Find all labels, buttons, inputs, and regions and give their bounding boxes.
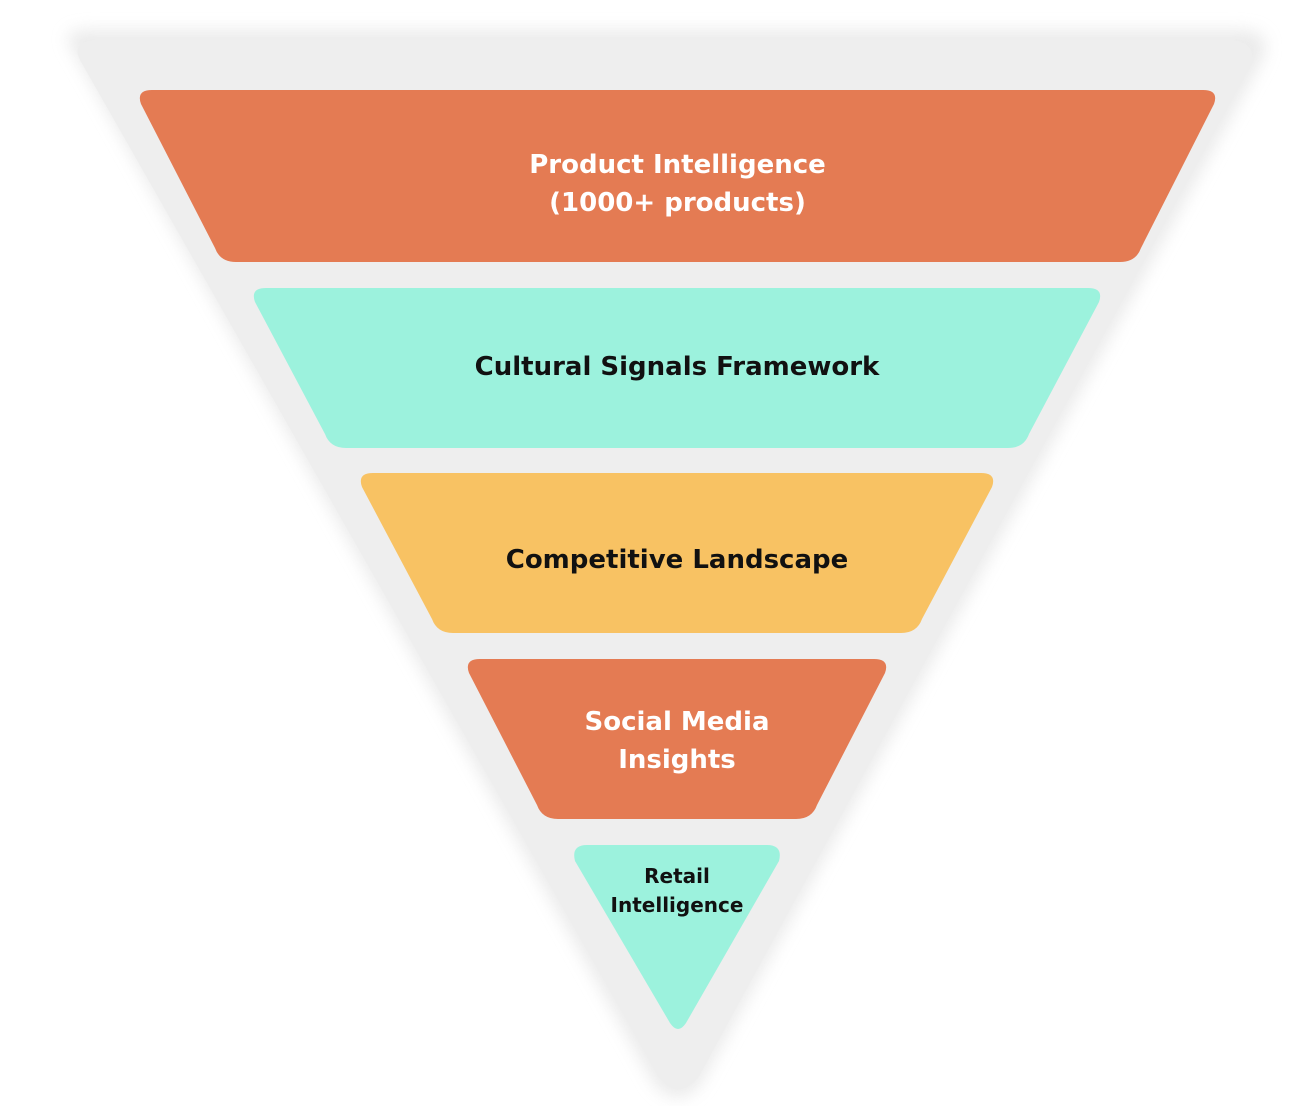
funnel-layer-cultural-signals	[253, 288, 1101, 448]
funnel-layer-retail-intelligence	[574, 845, 780, 1029]
funnel-layer-competitive-landscape	[360, 473, 994, 633]
funnel-layers	[139, 90, 1216, 1029]
funnel-label-line: Competitive Landscape	[505, 545, 849, 576]
funnel-layer-product-intelligence	[139, 90, 1216, 262]
funnel-label-line: Cultural Signals Framework	[474, 352, 880, 383]
funnel-label-line: Product Intelligence	[529, 150, 826, 181]
funnel-label-cultural-signals: Cultural Signals Framework	[250, 345, 1104, 391]
funnel-label-line: Intelligence	[610, 893, 744, 917]
funnel-label-line: (1000+ products)	[549, 188, 806, 218]
funnel-layer-social-media	[467, 659, 887, 819]
funnel-label-competitive-landscape: Competitive Landscape	[357, 538, 997, 584]
funnel-label-product-intelligence: Product Intelligence (1000+ products)	[136, 140, 1219, 230]
funnel-label-line: Social Media	[584, 707, 770, 738]
funnel-label-line: Insights	[618, 745, 736, 775]
funnel-label-line: Retail	[644, 864, 710, 888]
